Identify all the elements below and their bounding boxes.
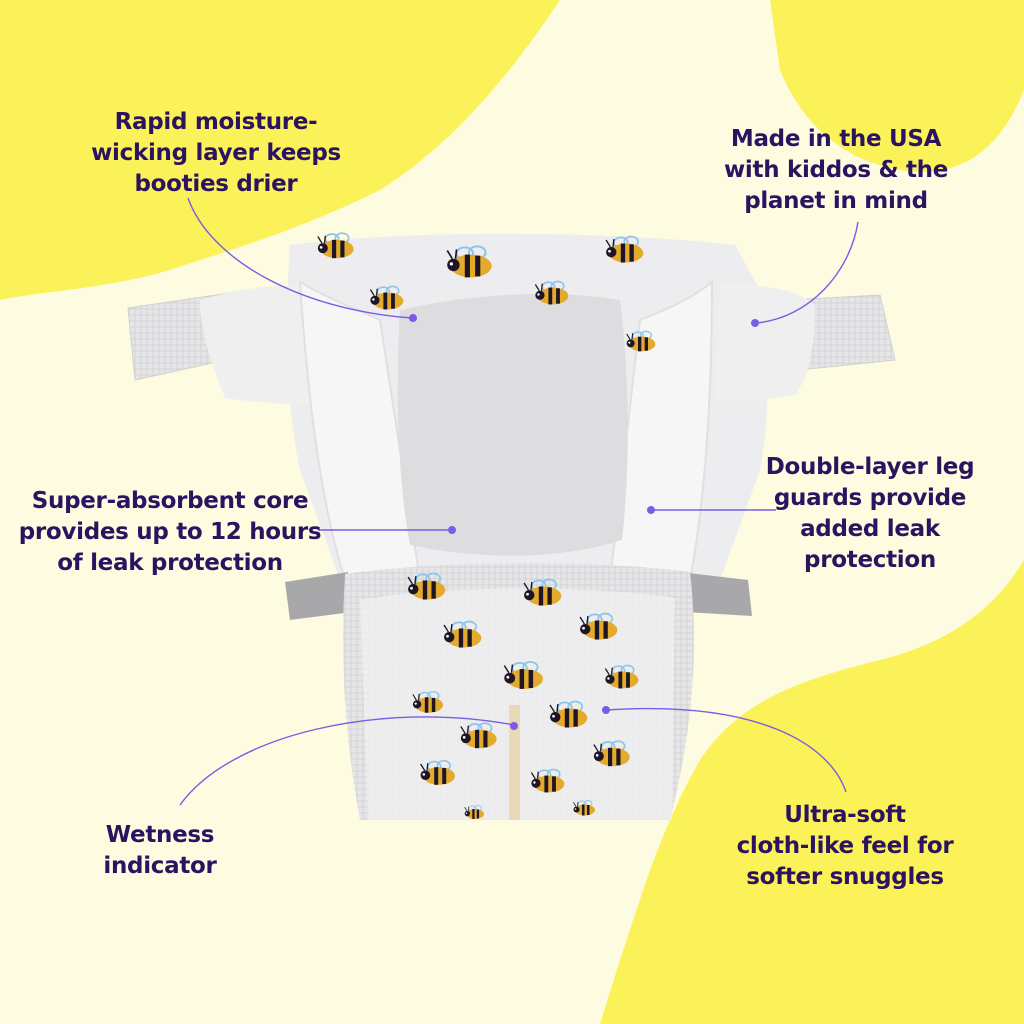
leader-softness xyxy=(605,707,847,793)
absorbent-core xyxy=(397,294,628,556)
leader-usa xyxy=(755,221,859,324)
callout-line: Rapid moisture- xyxy=(114,109,318,135)
callout-line: cloth-like feel for xyxy=(736,833,954,859)
callout-line: Wetness xyxy=(105,822,215,848)
left-front-tab xyxy=(285,572,352,620)
callout-line: indicator xyxy=(103,853,217,879)
callout-ultra-soft: Ultra-soft cloth-like feel for softer sn… xyxy=(690,800,1000,893)
callout-line: Double-layer leg xyxy=(765,454,975,480)
callout-line: Ultra-soft xyxy=(784,802,906,828)
callout-line: softer snuggles xyxy=(746,864,944,890)
callout-line: Super-absorbent core xyxy=(31,488,309,514)
callout-line: of leak protection xyxy=(57,550,283,576)
callout-line: planet in mind xyxy=(744,188,928,214)
callout-line: provides up to 12 hours xyxy=(18,519,322,545)
background-blob-top-left xyxy=(0,0,560,300)
leader-moisture xyxy=(187,197,413,319)
callout-line: Made in the USA xyxy=(730,126,942,152)
callout-made-in-usa: Made in the USA with kiddos & the planet… xyxy=(676,124,996,217)
callout-line: protection xyxy=(804,547,936,573)
diaper-left-wing xyxy=(200,285,330,405)
right-front-tab xyxy=(680,572,752,616)
leg-guard-left xyxy=(298,280,422,581)
background-blob-bottom-right xyxy=(600,560,1024,1024)
callout-leg-guards: Double-layer leg guards provide added le… xyxy=(720,452,1020,576)
background-blob-top-right xyxy=(770,0,1024,172)
diaper-right-wing xyxy=(715,284,815,403)
wetness-indicator-strip xyxy=(509,705,520,820)
callout-line: wicking layer keeps xyxy=(91,140,341,166)
callout-moisture-wicking: Rapid moisture- wicking layer keeps boot… xyxy=(56,107,376,200)
leg-guard-right xyxy=(608,279,714,581)
callout-line: added leak xyxy=(800,516,940,542)
callout-line: guards provide xyxy=(773,485,967,511)
leader-dots xyxy=(409,314,759,730)
callout-wetness-indicator: Wetness indicator xyxy=(60,820,260,882)
callout-line: with kiddos & the xyxy=(723,157,949,183)
callout-line: booties drier xyxy=(134,171,298,197)
leader-wetness xyxy=(179,716,515,806)
callout-absorbent-core: Super-absorbent core provides up to 12 h… xyxy=(10,486,330,579)
leader-lines xyxy=(179,197,859,806)
